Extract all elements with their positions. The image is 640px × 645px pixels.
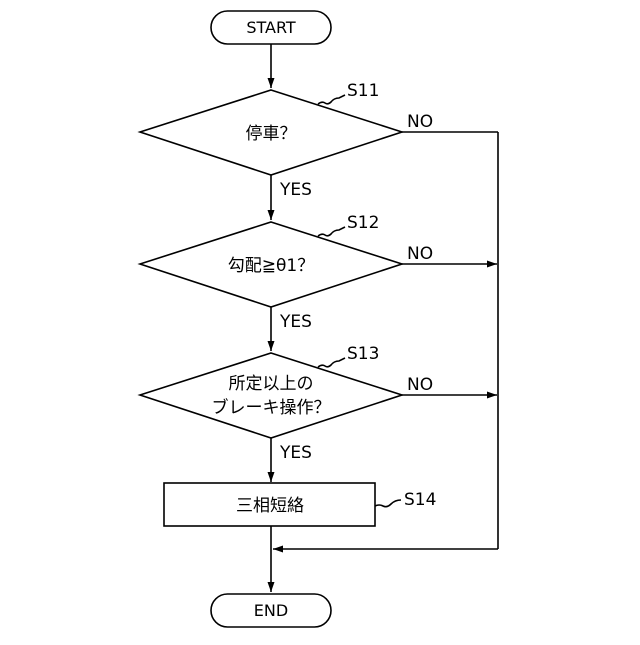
decision-s11: 停車？ S11 [140, 81, 402, 175]
s13-leader-line [318, 358, 345, 367]
end-terminal: END [211, 594, 331, 627]
decision-s12: 勾配≧θ1？ S12 [140, 213, 402, 307]
s14-step-id: S14 [404, 490, 436, 510]
s11-leader-line [318, 95, 345, 104]
s13-no-label: NO [407, 375, 433, 395]
decision-s13-label-line1: 所定以上の [229, 374, 314, 394]
s12-yes-label: YES [279, 312, 312, 332]
s12-step-id: S12 [347, 213, 379, 233]
end-label: END [254, 601, 288, 620]
decision-s12-label: 勾配≧θ1？ [228, 256, 314, 276]
start-label: START [246, 18, 296, 37]
s13-step-id: S13 [347, 344, 379, 364]
process-s14: 三相短絡 S14 [164, 483, 436, 526]
s13-yes-label: YES [279, 443, 312, 463]
s12-no-label: NO [407, 244, 433, 264]
process-s14-label: 三相短絡 [236, 496, 304, 516]
s11-step-id: S11 [347, 81, 379, 101]
decision-s11-label: 停車？ [246, 124, 297, 144]
start-terminal: START [211, 11, 331, 44]
s11-yes-label: YES [279, 180, 312, 200]
decision-s13-label-line2: ブレーキ操作？ [212, 397, 331, 418]
decision-s13: 所定以上の ブレーキ操作？ S13 [140, 344, 402, 438]
s14-leader-line [375, 500, 401, 507]
s11-no-label: NO [407, 112, 433, 132]
s12-leader-line [318, 227, 345, 236]
